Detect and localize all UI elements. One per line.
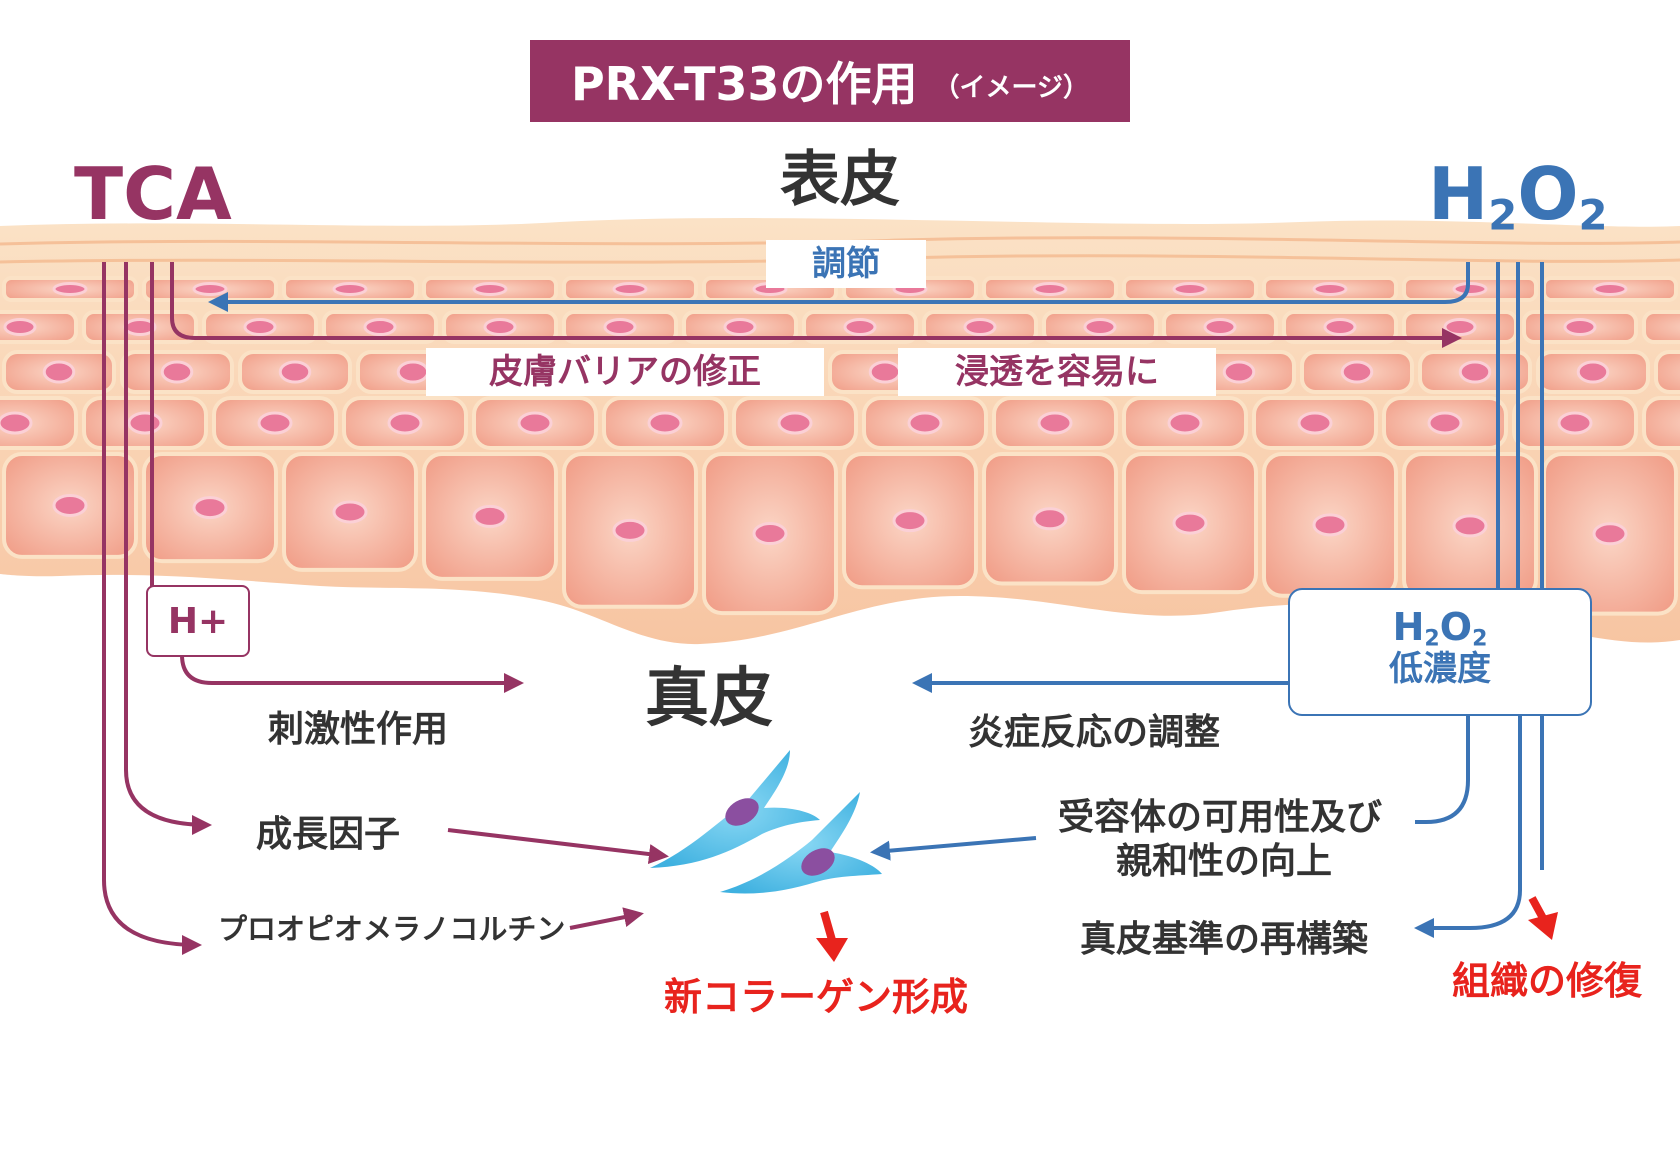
epidermal-cell <box>1282 310 1398 344</box>
epidermal-cell <box>1262 452 1398 598</box>
epidermal-cell <box>0 310 78 344</box>
epidermal-cell <box>1542 276 1678 302</box>
epidermal-cell <box>562 276 698 302</box>
epidermal-cell <box>442 310 558 344</box>
arrow-ppomc-to-fibroblast <box>569 907 644 930</box>
receptor-effect-line2: 親和性の向上 <box>1116 841 1333 882</box>
epidermal-cell <box>922 310 1038 344</box>
epidermal-cell <box>1418 350 1532 394</box>
epidermal-cell <box>422 276 558 302</box>
epidermal-cell <box>1642 396 1680 450</box>
epidermal-cell <box>238 350 352 394</box>
dermis-title: 真皮 <box>645 662 773 736</box>
regulation-chip: 調節 <box>766 240 926 288</box>
inflammation-effect: 炎症反応の調整 <box>968 712 1221 753</box>
epidermal-cell <box>702 452 838 616</box>
tca-label: TCA <box>74 152 232 236</box>
arrow-receptor-to-fibroblast <box>870 836 1037 861</box>
epidermal-cell <box>1300 350 1414 394</box>
epidermal-cell <box>1654 350 1680 394</box>
h2o2-line-dermal-matrix <box>1414 712 1522 938</box>
epidermal-cell <box>992 396 1118 450</box>
epidermal-cell <box>1252 396 1378 450</box>
tca-line-irritation <box>180 654 524 693</box>
epidermal-cell <box>732 396 858 450</box>
epidermal-cell <box>1122 452 1258 595</box>
epidermal-cell <box>2 276 138 302</box>
epidermal-cell <box>142 452 278 564</box>
tca-line-growth-factor <box>124 262 212 835</box>
epidermal-cell <box>212 396 338 450</box>
h2o2-low-concentration-box: H2O2 低濃度 <box>1288 588 1592 716</box>
epidermal-cell <box>202 310 318 344</box>
h2o2-pathways <box>208 262 1544 938</box>
epidermis-title: 表皮 <box>780 145 900 215</box>
epidermal-cell <box>982 452 1118 586</box>
h2o2-box-formula: H2O2 <box>1392 605 1488 652</box>
epidermal-cell <box>2 350 116 394</box>
epidermal-cell <box>472 396 598 450</box>
epidermal-cell <box>1382 396 1508 450</box>
title-banner: PRX-T33の作用 （イメージ） <box>530 40 1130 122</box>
epidermal-cell <box>802 310 918 344</box>
title-sub: （イメージ） <box>933 72 1090 103</box>
epidermal-cell <box>1536 350 1650 394</box>
epidermal-cell <box>1262 276 1398 302</box>
epidermal-cell <box>682 310 798 344</box>
h2o2-label: H2O2 <box>1428 152 1608 240</box>
epidermal-cell <box>562 310 678 344</box>
proton-badge: H+ <box>146 585 250 657</box>
h2o2-line-receptor <box>1415 712 1470 824</box>
tca-pathways <box>102 262 1462 955</box>
epidermal-cell <box>0 396 78 450</box>
receptor-effect-line1: 受容体の可用性及び <box>1058 797 1383 838</box>
epidermal-cell <box>842 452 978 590</box>
epidermal-cell <box>602 396 728 450</box>
title-main: PRX-T33の作用 <box>570 57 918 111</box>
arrow-growth-to-fibroblast <box>447 828 669 865</box>
dermal-matrix-effect: 真皮基準の再構築 <box>1080 919 1369 960</box>
epidermal-cell <box>422 452 558 581</box>
h2o2-line-epidermis <box>208 262 1470 312</box>
penetration-chip: 浸透を容易に <box>898 348 1216 396</box>
epidermal-cell <box>282 276 418 302</box>
outcome-arrows <box>816 896 1558 962</box>
tca-line-dermis-ppomc <box>102 262 202 955</box>
epidermal-cell <box>862 396 988 450</box>
epidermal-cell <box>1642 310 1680 344</box>
epidermal-cell <box>120 350 234 394</box>
epidermal-cell <box>282 452 418 572</box>
epidermal-cell <box>1042 310 1158 344</box>
epidermal-cell <box>142 276 278 302</box>
epidermal-cell <box>82 310 198 344</box>
ppomc-effect: プロオピオメラノコルチン <box>218 912 566 946</box>
tca-line-epidermis <box>170 262 1462 348</box>
epidermal-cell <box>2 452 138 559</box>
epidermal-cell <box>1522 310 1638 344</box>
epidermal-cell <box>1512 396 1638 450</box>
irritation-effect: 刺激性作用 <box>268 709 449 750</box>
epidermal-cell <box>342 396 468 450</box>
barrier-chip: 皮膚バリアの修正 <box>426 348 824 396</box>
fibroblast-cell <box>720 792 882 894</box>
collagen-outcome: 新コラーゲン形成 <box>664 975 969 1019</box>
fibroblasts <box>650 750 882 894</box>
fibroblast-cell <box>650 750 820 868</box>
epidermal-cell <box>1122 396 1248 450</box>
epidermal-cell <box>982 276 1118 302</box>
repair-outcome: 組織の修復 <box>1452 959 1643 1003</box>
h2o2-box-caption: 低濃度 <box>1389 649 1491 689</box>
epidermal-cell <box>1122 276 1258 302</box>
collagen-arrow <box>820 910 836 942</box>
growth-factor-effect: 成長因子 <box>256 814 401 855</box>
epidermal-cell <box>562 452 698 609</box>
epidermal-cell <box>322 310 438 344</box>
epidermal-cell <box>1162 310 1278 344</box>
